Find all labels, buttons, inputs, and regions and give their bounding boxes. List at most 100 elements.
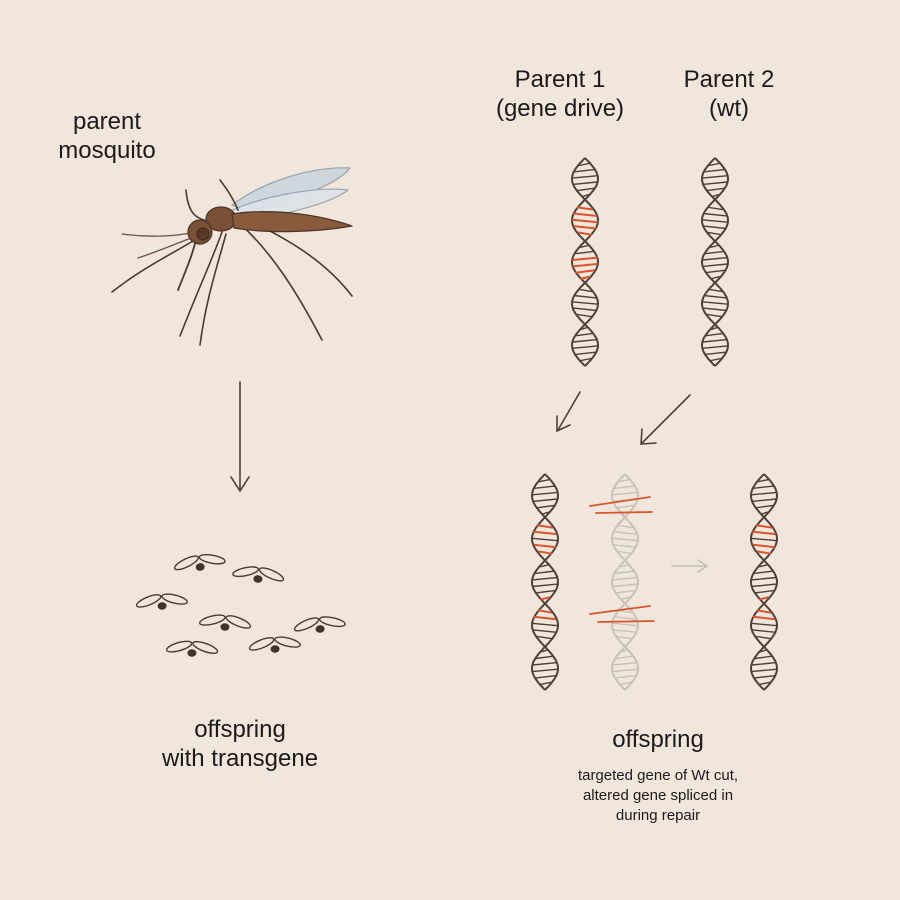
dna-strand xyxy=(749,473,779,691)
wing xyxy=(232,566,260,578)
dna-rung xyxy=(612,668,638,673)
body xyxy=(270,645,280,653)
gene-drive-rung xyxy=(537,609,553,614)
dna-rung xyxy=(701,219,729,223)
dna-rung xyxy=(704,351,726,356)
dna-rung xyxy=(751,491,777,496)
offspring-mosquito xyxy=(165,640,219,657)
wing xyxy=(225,615,252,629)
dna-rung xyxy=(576,313,594,318)
dna-rung xyxy=(541,648,549,653)
gene-drive-rung xyxy=(579,275,591,280)
dna-rung xyxy=(751,661,777,666)
dna-rung xyxy=(580,244,590,249)
dna-rung xyxy=(705,269,725,274)
dna-rung xyxy=(613,629,637,633)
wing xyxy=(165,640,193,653)
dna-rung xyxy=(572,345,598,349)
gene-drive-rung xyxy=(537,550,553,555)
dna-rung xyxy=(702,338,728,343)
dna-rung xyxy=(707,288,723,293)
dna-rung xyxy=(612,576,638,581)
parent1-arrow xyxy=(556,391,581,433)
gene-drive-rung xyxy=(573,212,597,217)
dna-rung xyxy=(759,563,769,568)
dna-offspring-gene-drive xyxy=(530,473,560,691)
offspring-mosquito xyxy=(199,614,252,631)
dna-rung xyxy=(615,570,635,575)
dna-rung xyxy=(578,162,592,167)
gene-drive-rung xyxy=(752,530,776,536)
dna-rung xyxy=(711,326,719,331)
dna-rung xyxy=(531,622,559,627)
dna-rung xyxy=(754,504,774,509)
mosquito-proboscis xyxy=(177,239,197,291)
dna-rung xyxy=(751,576,777,581)
repair-arrow xyxy=(671,559,709,573)
dna-rung xyxy=(535,504,555,509)
label-offspring-with-transgene: offspring with transgene xyxy=(161,716,319,772)
wing xyxy=(198,553,226,565)
label-offspring: offspring xyxy=(612,726,704,753)
dna-rung xyxy=(615,655,635,660)
dna-rung xyxy=(702,181,728,186)
cut-line xyxy=(589,496,651,507)
dna-rung xyxy=(620,596,630,601)
dna-rung xyxy=(573,307,597,312)
dna-rung xyxy=(753,485,775,489)
offspring-mosquito xyxy=(135,593,188,610)
offspring-mosquito xyxy=(248,636,301,653)
label-parent-mosquito: parent mosquito xyxy=(58,108,156,164)
dna-rung xyxy=(541,511,549,516)
dna-rung xyxy=(572,175,598,179)
dna-rung xyxy=(535,655,555,660)
gene-drive-rung xyxy=(533,615,557,621)
dna-rung xyxy=(618,681,632,686)
label-offspring-note: targeted gene of Wt cut, altered gene sp… xyxy=(577,767,739,824)
gene-drive-rung xyxy=(752,543,776,549)
gene-drive-rung xyxy=(536,524,554,529)
wing xyxy=(248,637,275,651)
gene-drive-rung xyxy=(577,231,593,236)
dna-rung xyxy=(703,307,727,312)
wing xyxy=(135,594,162,608)
dna-rung xyxy=(710,244,720,249)
dna-strand xyxy=(530,473,560,691)
label-parent2: Parent 2 (wt) xyxy=(683,66,775,122)
dna-rung xyxy=(760,511,768,516)
dna-rung xyxy=(708,357,722,362)
dna-rung xyxy=(754,570,774,575)
dna-rung xyxy=(711,193,719,198)
dna-rung xyxy=(575,332,595,337)
body xyxy=(187,649,197,657)
dna-rung xyxy=(705,332,725,337)
dna-rung xyxy=(754,655,774,660)
dna-rung xyxy=(577,288,593,293)
dna-rung xyxy=(621,648,629,653)
wing xyxy=(293,617,320,632)
dna-strand xyxy=(700,157,730,367)
dna-strand xyxy=(749,473,779,691)
dna-rung xyxy=(751,498,777,503)
offspring-mosquito xyxy=(293,616,346,633)
dna-rung xyxy=(701,301,729,305)
dna-rung xyxy=(535,589,555,594)
dna-rung xyxy=(574,168,596,173)
wing xyxy=(161,593,188,605)
dna-wild-type-being-cut xyxy=(610,473,640,691)
dna-rung xyxy=(702,263,728,268)
dna-rung xyxy=(751,668,777,673)
dna-rung xyxy=(611,537,639,542)
dna-strand xyxy=(610,473,640,691)
dna-rung xyxy=(575,250,595,255)
dna-rung xyxy=(581,193,589,198)
dna-rung xyxy=(613,616,637,620)
dna-rung xyxy=(753,675,775,679)
dna-rung xyxy=(752,629,776,633)
inheritance-arrows xyxy=(556,391,691,445)
dna-rung xyxy=(574,351,596,356)
dna-rung xyxy=(536,635,554,640)
dna-rung xyxy=(702,256,728,261)
dna-rung xyxy=(612,583,638,588)
gene-drive-rung xyxy=(571,218,599,224)
